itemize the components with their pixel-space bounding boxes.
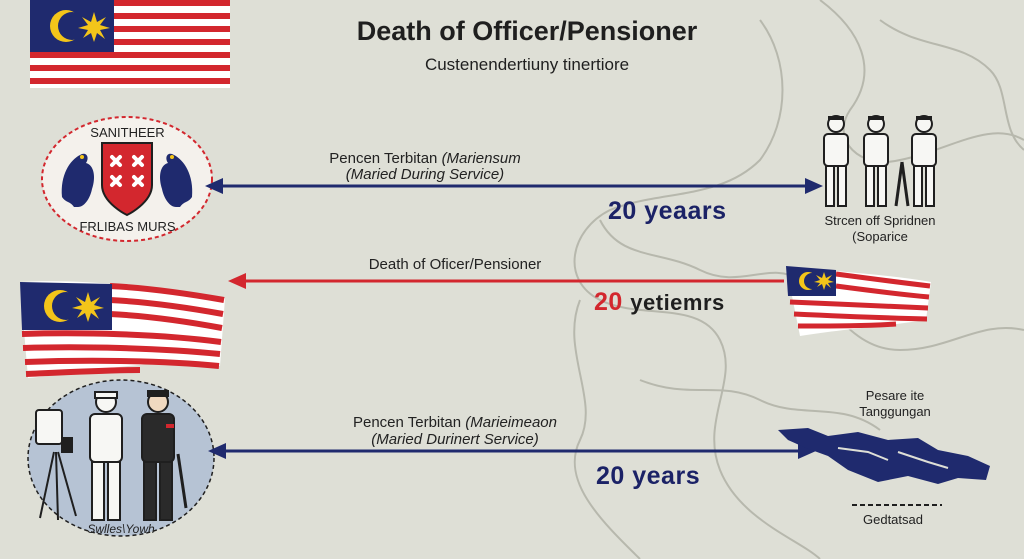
map-silhouette-icon (778, 428, 990, 484)
row1-years: 20 yeaars (608, 197, 727, 225)
row3-label-text: Pencen Terbitan (352, 414, 462, 431)
row3-right-caption-line2: Tanggungan (859, 404, 931, 419)
malaysia-flag-icon (30, 0, 230, 88)
coat-of-arms-emblem: SANITHEER FRLIBAS MURS (40, 115, 215, 243)
malaysia-flag-middle (20, 281, 225, 378)
row3-double-arrow (208, 443, 816, 459)
camera-tripod-icon (35, 409, 77, 521)
row1-label-italic: (Mariensum (441, 150, 521, 167)
dashed-line (852, 504, 942, 506)
row1-label-text: Pencen Terbitan (329, 150, 438, 167)
row1-label-line2: (Maried During Service) (260, 166, 590, 183)
personnel-circle: Swlles\Yowh (26, 378, 216, 542)
coat-of-arms-icon (41, 116, 213, 242)
row3-years: 20 years (596, 462, 701, 490)
personnel-caption: Swlles\Yowh (87, 522, 155, 536)
emblem-top-text: SANITHEER (90, 125, 165, 140)
soldiers-icon (823, 115, 937, 207)
emblem-bottom-text: FRLIBAS MURS (79, 219, 176, 234)
page-subtitle: Custenendertiuny tinertiore (424, 55, 630, 74)
malaysia-flag-right (786, 266, 931, 336)
row1-double-arrow (205, 178, 823, 194)
row3-right-caption-line1: Pesare ite (865, 388, 925, 403)
row1-right-caption-line2: (Soparice (852, 229, 908, 244)
row2-years-number: 20 (594, 288, 623, 316)
row3-label-line1: Pencen Terbitan (Marieimeaon (290, 414, 620, 431)
row1-label-line2-text: (Maried During Service) (345, 166, 505, 183)
page-title: Death of Officer/Pensioner (356, 16, 698, 46)
row2-years-word: yetiemrs (630, 290, 725, 315)
row2-label: Death of Oficer/Pensioner (368, 256, 542, 273)
row3-right-bottom-caption: Gedtatsad (863, 512, 923, 527)
row3-label-line2: (Maried Durinert Service) (290, 431, 620, 448)
row1-right-caption-line1: Strcen off Spridnen (824, 213, 936, 228)
row3-label-line2-text: (Maried Durinert Service) (371, 431, 539, 448)
row1-label-line1: Pencen Terbitan (Mariensum (260, 150, 590, 167)
row2-arrow (228, 273, 784, 289)
row3-label-italic: (Marieimeaon (465, 414, 557, 431)
personnel-illustration (27, 379, 215, 537)
row2-years: 20 yetiemrs (594, 288, 725, 317)
